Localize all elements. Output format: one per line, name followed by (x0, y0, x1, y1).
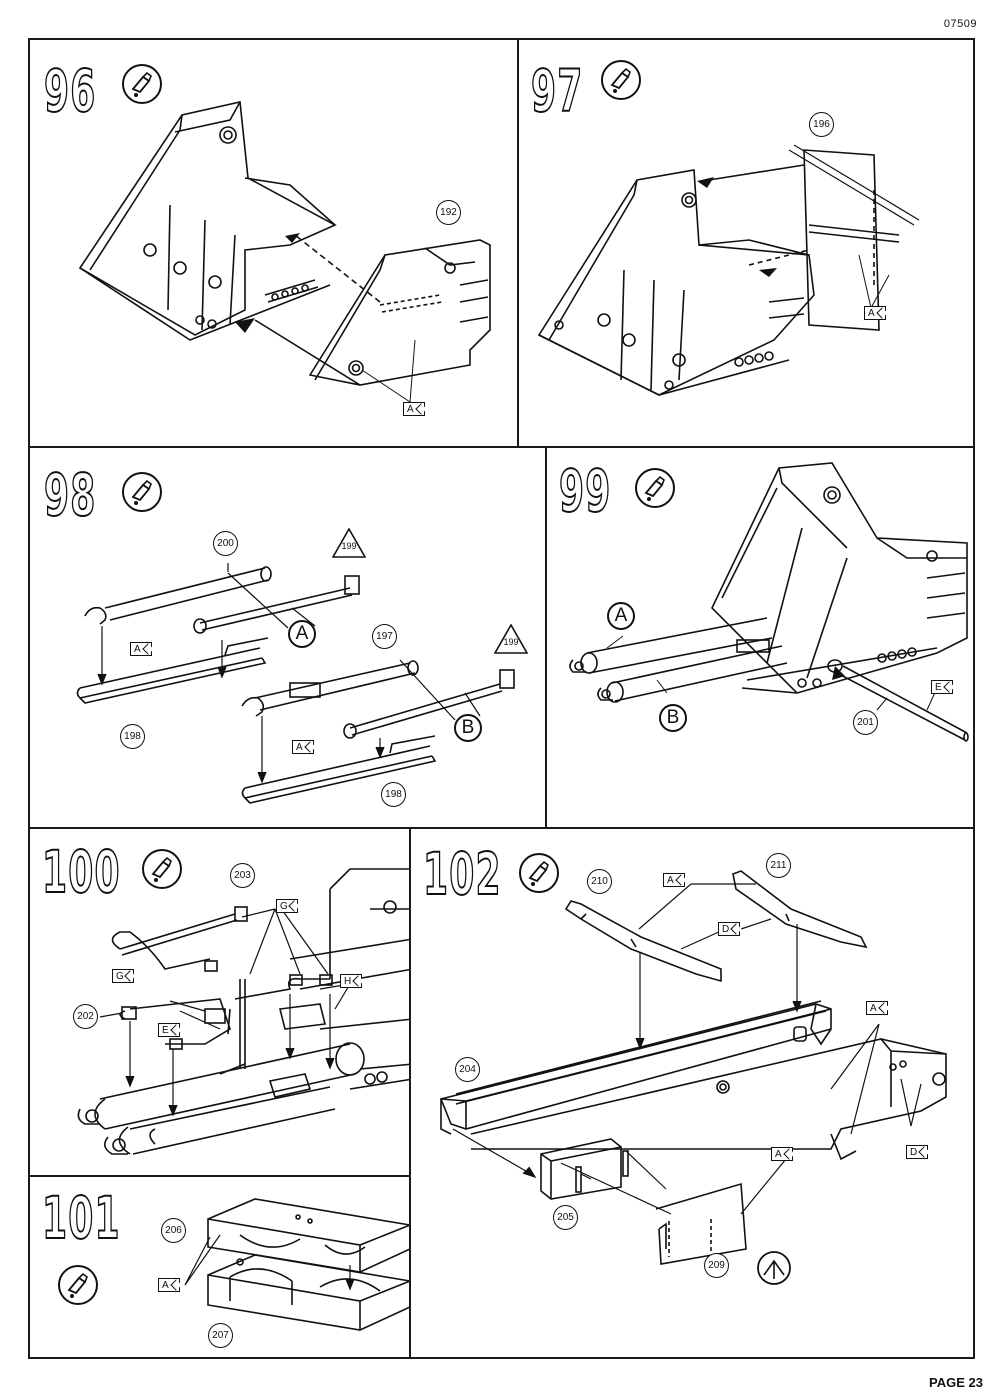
step-number: 99 (558, 457, 612, 525)
flag-letter: A (775, 1148, 782, 1160)
flag-letter: A (667, 874, 674, 886)
flag-letter: G (116, 970, 124, 982)
subassembly-letter-b: B (659, 704, 687, 732)
assembly-drawing (78, 101, 491, 403)
step-102-panel: 102 (409, 827, 975, 1359)
part-callout-203: 203 (230, 863, 255, 888)
assembly-drawing (569, 462, 969, 742)
glue-flag-d: D (718, 922, 740, 936)
step-99-panel: 99 A B E 201 (545, 446, 975, 829)
step-96-panel: 96 192 A (28, 38, 519, 448)
assembly-drawing (77, 868, 413, 1155)
part-callout-205: 205 (553, 1205, 578, 1230)
flag-letter: A (134, 643, 141, 655)
part-callout-200: 200 (213, 531, 238, 556)
flag-letter: A (407, 403, 414, 415)
step-101-panel: 101 206 A 207 (28, 1175, 411, 1359)
step-number: 102 (422, 840, 502, 908)
part-callout-198: 198 (381, 782, 406, 807)
step-number: 96 (43, 57, 97, 125)
part-callout-198: 198 (120, 724, 145, 749)
glue-icon (601, 60, 641, 100)
glue-icon (519, 853, 559, 893)
glue-flag-a: A (866, 1001, 888, 1015)
glue-icon (58, 1265, 98, 1305)
flag-letter: A (870, 1002, 877, 1014)
glue-flag-a: A (864, 306, 886, 320)
part-callout-192: 192 (436, 200, 461, 225)
triangle-label: 199 (503, 637, 519, 647)
step-100-panel: 100 (28, 827, 413, 1177)
step-number: 98 (43, 461, 97, 529)
glue-flag-g: G (112, 969, 134, 983)
triangle-label: 199 (341, 541, 357, 551)
glue-flag-h: H (340, 974, 362, 988)
step-97-panel: 97 196 A (517, 38, 975, 448)
flag-letter: E (162, 1024, 169, 1036)
glue-flag-e: E (931, 680, 953, 694)
flag-letter: H (344, 975, 352, 987)
assembly-drawing (76, 563, 515, 804)
glue-flag-a: A (158, 1278, 180, 1292)
step-number: 101 (41, 1184, 121, 1252)
glue-icon (122, 64, 162, 104)
part-callout-196: 196 (809, 112, 834, 137)
subassembly-letter-a: A (288, 620, 316, 648)
part-callout-211: 211 (766, 853, 791, 878)
glue-icon (635, 468, 675, 508)
glue-flag-d: D (906, 1145, 928, 1159)
assembly-drawing (439, 870, 947, 1285)
glue-flag-a: A (663, 873, 685, 887)
part-callout-207: 207 (208, 1323, 233, 1348)
glue-flag-e: E (158, 1023, 180, 1037)
flag-letter: A (162, 1279, 169, 1291)
part-callout-206: 206 (161, 1218, 186, 1243)
flag-letter: A (296, 741, 303, 753)
part-callout-201: 201 (853, 710, 878, 735)
part-callout-197: 197 (372, 624, 397, 649)
flag-letter: D (722, 923, 730, 935)
step-98-panel: 98 200 (28, 446, 547, 829)
assembly-drawing (537, 144, 920, 396)
glue-icon (142, 849, 182, 889)
page-number: PAGE 23 (929, 1375, 983, 1390)
glue-flag-g: G (276, 899, 298, 913)
step-number: 97 (530, 57, 584, 125)
subassembly-letter-b: B (454, 714, 482, 742)
subassembly-letter-a: A (607, 602, 635, 630)
part-callout-202: 202 (73, 1004, 98, 1029)
flag-letter: G (280, 900, 288, 912)
glue-icon (122, 472, 162, 512)
flag-letter: D (910, 1146, 918, 1158)
document-code: 07509 (943, 18, 977, 30)
flag-letter: E (935, 681, 942, 693)
part-callout-209: 209 (704, 1253, 729, 1278)
glue-flag-a: A (292, 740, 314, 754)
part-triangle-199: 199 (331, 527, 367, 558)
glue-flag-a: A (771, 1147, 793, 1161)
flag-letter: A (868, 307, 875, 319)
part-callout-210: 210 (587, 869, 612, 894)
part-callout-204: 204 (455, 1057, 480, 1082)
step-number: 100 (41, 838, 121, 906)
glue-flag-a: A (130, 642, 152, 656)
glue-flag-a: A (403, 402, 425, 416)
part-triangle-199: 199 (493, 623, 529, 654)
